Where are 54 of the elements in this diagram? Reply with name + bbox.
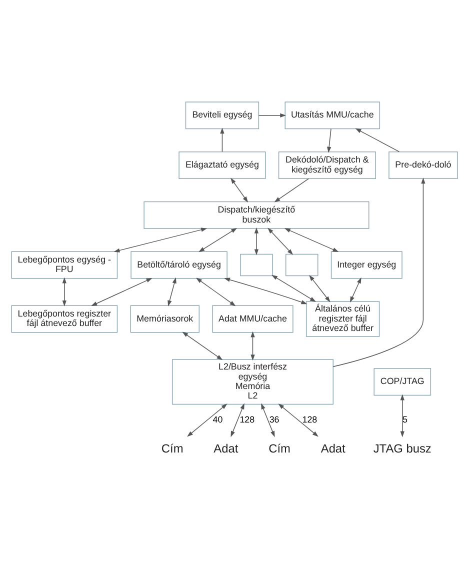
edge-label: 128 (302, 414, 318, 424)
edge-label: 5 (402, 414, 408, 424)
node-box (286, 253, 318, 276)
node-box: Dekódoló/Dispatch & kiegészítő egység (278, 150, 376, 179)
arrow (114, 227, 208, 252)
node-box: Integer egység (330, 250, 402, 278)
arrow (220, 127, 224, 152)
arrow (268, 227, 294, 254)
arrow (182, 331, 223, 360)
arrow (230, 402, 244, 437)
arrow (272, 274, 316, 302)
node-box: Utasítás MMU/cache (284, 101, 380, 129)
node-box: Beviteli egység (185, 101, 260, 129)
arrow (355, 128, 400, 152)
node-text: Cím (161, 440, 184, 455)
arrow (309, 274, 330, 302)
arrow (261, 402, 275, 437)
arrow (284, 228, 339, 252)
arrow (274, 178, 309, 202)
node-box: Lebegőpontos egység - FPU (11, 250, 118, 278)
node-box: Lebegőpontos regiszter fájl átnevező buffer (11, 304, 118, 332)
node-box: Memóriasorok (130, 304, 200, 332)
arrow (224, 277, 308, 304)
arrow (254, 226, 259, 255)
node-box: L2/Busz interfész egység Memória L2 (172, 358, 334, 404)
arrow (332, 177, 426, 367)
node-box (240, 253, 273, 276)
arrow (198, 228, 238, 252)
arrow (168, 276, 176, 306)
node-text: Adat (320, 440, 346, 455)
node-text: JTAG busz (373, 440, 432, 455)
arrow (350, 276, 362, 302)
node-box: Elágaztató egység (178, 150, 266, 179)
arrow (196, 277, 236, 306)
arrow (258, 112, 286, 117)
arrow (327, 128, 332, 152)
node-box: COP/JTAG (374, 368, 432, 396)
arrow (250, 330, 255, 360)
node-box: Dispatch/kiegészítő buszok (144, 200, 370, 228)
node-text: Adat (214, 440, 238, 455)
node-box: Betöltő/tároló egység (130, 250, 228, 278)
arrow (91, 278, 152, 306)
node-text: Cím (268, 440, 290, 455)
arrow (62, 276, 66, 306)
edge-label: 128 (240, 414, 255, 424)
edge-label: 40 (212, 414, 223, 424)
arrow (230, 177, 248, 202)
arrow (278, 403, 318, 436)
node-box: Adat MMU/cache (212, 304, 294, 332)
arrow (400, 394, 404, 437)
arrow (187, 403, 228, 436)
edge-label: 36 (269, 414, 280, 424)
node-box: Általános célú regiszter fájl átnevező buffer (306, 300, 380, 336)
node-box: Pre-dekó-doló (388, 150, 458, 179)
